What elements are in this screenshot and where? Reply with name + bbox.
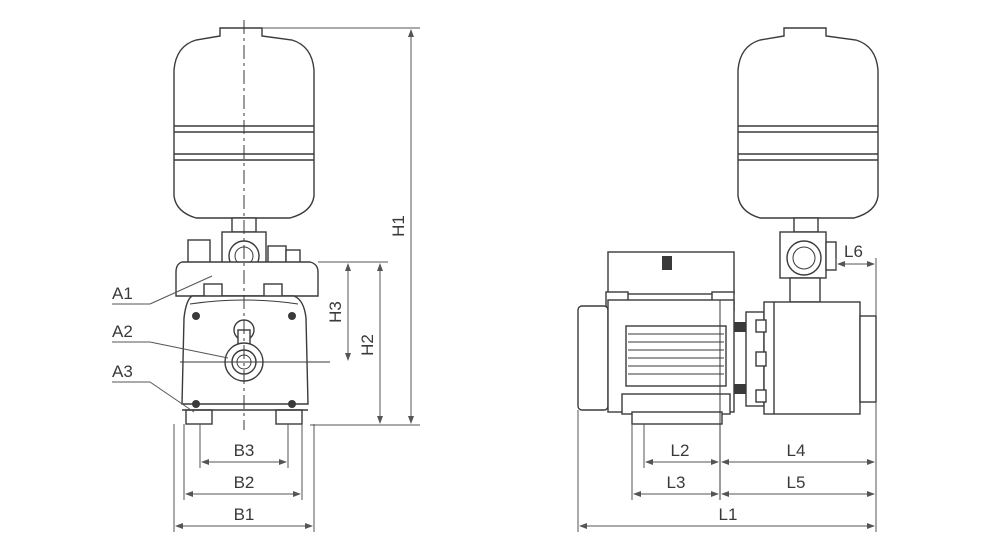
label-L6: L6 xyxy=(844,242,863,261)
label-L2: L2 xyxy=(671,441,690,460)
label-L5: L5 xyxy=(787,473,806,492)
callout-A3: A3 xyxy=(112,362,195,413)
dim-L1: L1 xyxy=(577,410,875,532)
dim-L3: L3 xyxy=(631,424,719,500)
side-pressure-tank xyxy=(737,27,879,219)
callout-A2: A2 xyxy=(112,322,229,359)
front-view: H1 H2 H3 A1 A2 A3 xyxy=(112,20,420,532)
label-L1: L1 xyxy=(719,505,738,524)
dim-L6: L6 xyxy=(835,242,877,316)
label-B2: B2 xyxy=(234,473,255,492)
dim-B3: B3 xyxy=(199,424,289,468)
dim-H1: H1 xyxy=(262,27,420,426)
label-L3: L3 xyxy=(667,473,686,492)
dim-L4: L4 xyxy=(721,402,877,532)
label-L4: L4 xyxy=(787,441,806,460)
label-A3: A3 xyxy=(112,362,133,381)
side-pump-housing xyxy=(745,301,877,415)
side-view: L6 L2 L4 L3 L5 L1 xyxy=(577,27,879,532)
dim-B1: B1 xyxy=(173,424,315,532)
label-B1: B1 xyxy=(234,505,255,524)
front-pump-body xyxy=(175,261,319,425)
label-A1: A1 xyxy=(112,284,133,303)
dim-H3: H3 xyxy=(318,261,356,361)
callout-A1: A1 xyxy=(112,275,213,305)
dim-B2: B2 xyxy=(183,424,303,500)
label-A2: A2 xyxy=(112,322,133,341)
label-H2: H2 xyxy=(358,334,377,356)
label-H1: H1 xyxy=(389,215,408,237)
label-B3: B3 xyxy=(234,441,255,460)
label-H3: H3 xyxy=(326,301,345,323)
dim-L2: L2 xyxy=(643,424,719,468)
side-motor xyxy=(577,251,746,425)
side-pressure-gauge xyxy=(779,217,837,303)
dim-H2: H2 xyxy=(318,261,388,424)
dim-L5: L5 xyxy=(721,473,875,497)
